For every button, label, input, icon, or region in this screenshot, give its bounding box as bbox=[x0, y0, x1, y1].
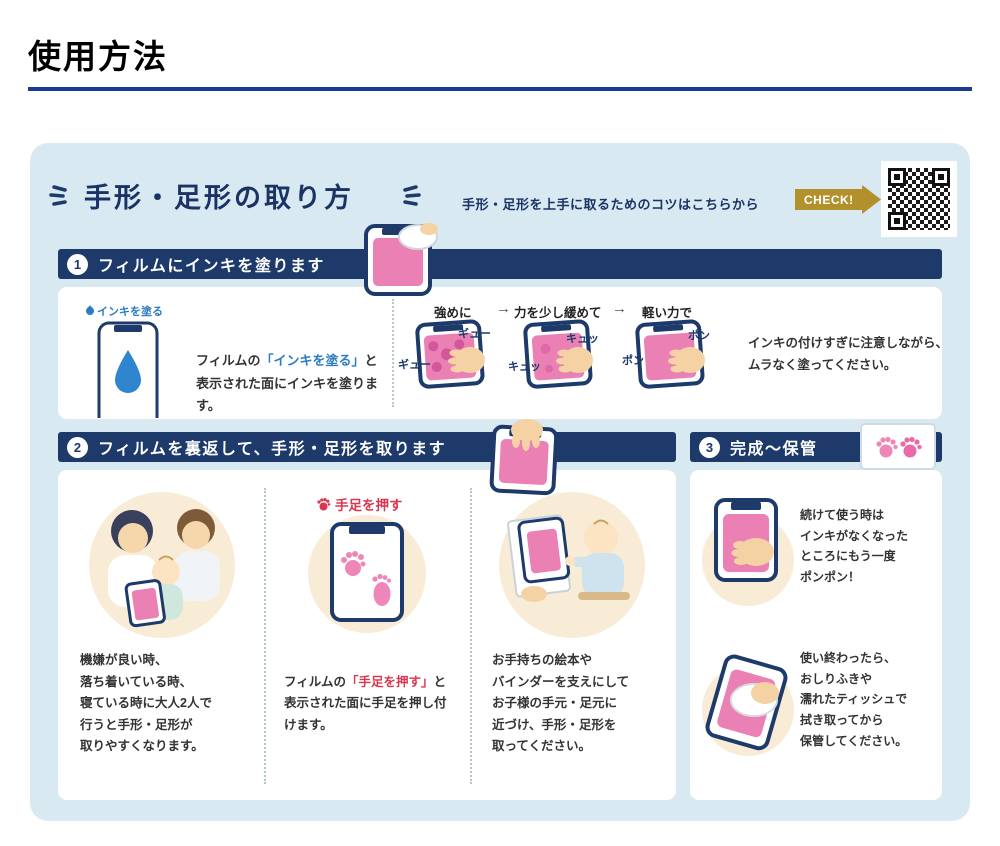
step3-number-badge: 3 bbox=[699, 436, 720, 458]
check-arrow-button[interactable]: CHECK! bbox=[795, 185, 881, 214]
apply-ink-label: インキを塗る bbox=[84, 303, 163, 319]
qr-finder bbox=[888, 168, 906, 186]
sound-effect: ギュー bbox=[458, 328, 491, 340]
step3-title: 完成〜保管 bbox=[730, 441, 818, 458]
step1-note: インキの付けすぎに注意しながら、 ムラなく塗ってください。 bbox=[748, 336, 949, 372]
step3-item2-text: 使い終わったら、 おしりふきや 濡れたティッシュで 拭き取ってから 保管してくだ… bbox=[800, 651, 908, 748]
sound-effect: ギュー bbox=[398, 359, 431, 371]
step2-col2-highlight: 「手足を押す」 bbox=[346, 674, 434, 689]
step2-number-badge: 2 bbox=[67, 436, 88, 458]
sound-effect: キュッ bbox=[566, 333, 599, 345]
page-title: 使用方法 bbox=[28, 38, 168, 75]
step1-banner: 1 フィルムにインキを塗ります bbox=[58, 249, 942, 279]
arrow-right-icon: → bbox=[496, 300, 511, 317]
pressure-step3-label: 軽い力で bbox=[642, 306, 693, 320]
handprints-icon bbox=[876, 436, 922, 457]
step2-title: フィルムを裏返して、手形・足形を取ります bbox=[98, 441, 447, 458]
pressure-film1-illustration bbox=[415, 319, 485, 389]
step2-col3-text: お手持ちの絵本や バインダーを支えにして お子様の手元・足元に 近づけ、手形・足… bbox=[492, 653, 630, 753]
deco-dashes-right-icon bbox=[403, 185, 421, 206]
step2-col1-text: 機嫌が良い時、 落ち着いている時、 寝ている時に大人2人で 行うと手形・足形が … bbox=[80, 653, 212, 753]
droplet-icon bbox=[84, 305, 96, 317]
pressure-film2-illustration bbox=[523, 319, 593, 389]
family-illustration bbox=[89, 492, 235, 638]
section-heading: 手形・足形の取り方 bbox=[84, 183, 354, 213]
title-divider bbox=[28, 87, 972, 91]
step1-content-box bbox=[58, 287, 942, 419]
step2-col2-text: フィルムの「手足を押す」と表示された面に手足を押し付けます。 bbox=[284, 674, 447, 732]
press-hands-label: 手足を押す bbox=[316, 494, 403, 514]
qr-code-icon bbox=[881, 161, 957, 237]
handprints-card bbox=[860, 423, 936, 470]
repeat-ink-illustration bbox=[702, 498, 794, 606]
hand-icon bbox=[317, 498, 331, 511]
step1-number-badge: 1 bbox=[67, 253, 88, 275]
qr-finder bbox=[932, 168, 950, 186]
step2-banner: 2 フィルムを裏返して、手形・足形を取ります bbox=[58, 432, 676, 462]
wipe-film-illustration bbox=[702, 654, 794, 756]
check-arrow-label: CHECK! bbox=[804, 192, 854, 207]
column-separator bbox=[470, 488, 472, 784]
sound-effect: ポン bbox=[622, 355, 644, 367]
tip-text: 手形・足形を上手に取るためのコツはこちらから bbox=[462, 197, 760, 212]
pressure-film3-illustration bbox=[635, 319, 705, 389]
sound-effect: キュッ bbox=[508, 361, 541, 373]
column-separator bbox=[264, 488, 266, 784]
step1-title: フィルムにインキを塗ります bbox=[98, 258, 325, 275]
step1-description-highlight: 「インキを塗る」 bbox=[260, 353, 365, 369]
qr-finder bbox=[888, 212, 906, 230]
arrow-right-icon: → bbox=[612, 300, 627, 317]
column-separator bbox=[392, 299, 394, 407]
step3-item1-text: 続けて使う時は インキがなくなった ところにもう一度 ポンポン！ bbox=[800, 508, 909, 584]
pressure-step2-label: 力を少し緩めて bbox=[514, 306, 602, 320]
step1-description: フィルムの「インキを塗る」と表示された面にインキを塗ります。 bbox=[196, 353, 379, 414]
deco-dashes-left-icon bbox=[49, 185, 67, 206]
footprint-film-illustration bbox=[308, 515, 426, 633]
pressure-step1-label: 強めに bbox=[434, 306, 472, 320]
film-with-drop-illustration bbox=[97, 321, 159, 418]
sound-effect: ポン bbox=[688, 330, 710, 342]
baby-binder-illustration bbox=[499, 492, 645, 638]
ink-film-illustration bbox=[364, 223, 438, 296]
press-film-illustration bbox=[489, 419, 559, 496]
